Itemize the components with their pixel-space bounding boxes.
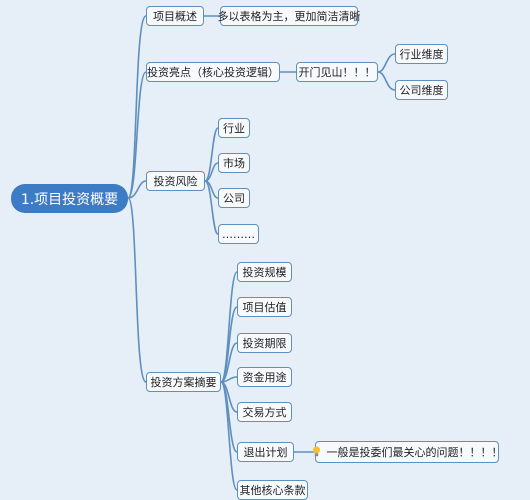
topic-industry-dimension[interactable]: 行业维度 <box>395 44 448 64</box>
topic-label: 行业维度 <box>399 47 444 61</box>
topic-label: 交易方式 <box>242 405 287 419</box>
topic-label: 行业 <box>223 121 245 135</box>
lightbulb-icon <box>312 446 321 458</box>
topic-plan-deal-structure[interactable]: 交易方式 <box>237 402 292 422</box>
topic-label: 多以表格为主，更加简洁清晰 <box>217 9 361 23</box>
topic-label: 投资期限 <box>242 336 287 350</box>
topic-label: 市场 <box>223 156 245 170</box>
topic-risk-industry[interactable]: 行业 <box>218 118 250 138</box>
topic-label: 退出计划 <box>243 445 288 459</box>
topic-exit-note[interactable]: 一般是投委们最关心的问题！！！！ <box>312 441 503 463</box>
topic-investment-risk[interactable]: 投资风险 <box>146 171 205 191</box>
topic-label: 开门见山！！！ <box>298 65 376 79</box>
topic-label: 公司维度 <box>399 83 444 97</box>
topic-plan-valuation[interactable]: 项目估值 <box>237 297 292 317</box>
topic-label: 资金用途 <box>242 370 287 384</box>
topic-overview-note[interactable]: 多以表格为主，更加简洁清晰 <box>217 6 361 26</box>
root-topic[interactable]: 1.项目投资概要 <box>11 184 128 213</box>
topic-plan-term[interactable]: 投资期限 <box>237 333 292 353</box>
root-topic-label: 1.项目投资概要 <box>20 191 119 208</box>
topic-label: 投资亮点（核心投资逻辑） <box>147 65 279 79</box>
topic-label: 项目概述 <box>153 9 197 23</box>
topic-risk-market[interactable]: 市场 <box>218 153 250 173</box>
topic-label: 项目估值 <box>242 300 287 314</box>
topic-label: 投资风险 <box>153 174 198 188</box>
topic-label: ……… <box>222 227 255 241</box>
topic-plan-use-of-funds[interactable]: 资金用途 <box>237 367 292 387</box>
topic-project-overview[interactable]: 项目概述 <box>146 6 204 26</box>
topic-plan-other-terms[interactable]: 其他核心条款 <box>237 480 308 500</box>
topic-investment-plan[interactable]: 投资方案摘要 <box>146 372 221 392</box>
topic-label: 其他核心条款 <box>239 483 306 497</box>
topic-company-dimension[interactable]: 公司维度 <box>395 80 448 100</box>
topic-risk-more[interactable]: ……… <box>218 224 259 244</box>
topic-label: 公司 <box>223 191 245 205</box>
topic-label: 投资方案摘要 <box>150 375 217 389</box>
topic-plan-exit[interactable]: 退出计划 <box>237 442 294 462</box>
topic-plan-scale[interactable]: 投资规模 <box>237 262 292 282</box>
topic-label: 一般是投委们最关心的问题！！！！ <box>326 445 503 459</box>
topic-risk-company[interactable]: 公司 <box>218 188 250 208</box>
topic-label: 投资规模 <box>242 265 287 279</box>
topic-investment-highlights[interactable]: 投资亮点（核心投资逻辑） <box>146 62 280 82</box>
topic-highlights-sub[interactable]: 开门见山！！！ <box>296 62 378 82</box>
